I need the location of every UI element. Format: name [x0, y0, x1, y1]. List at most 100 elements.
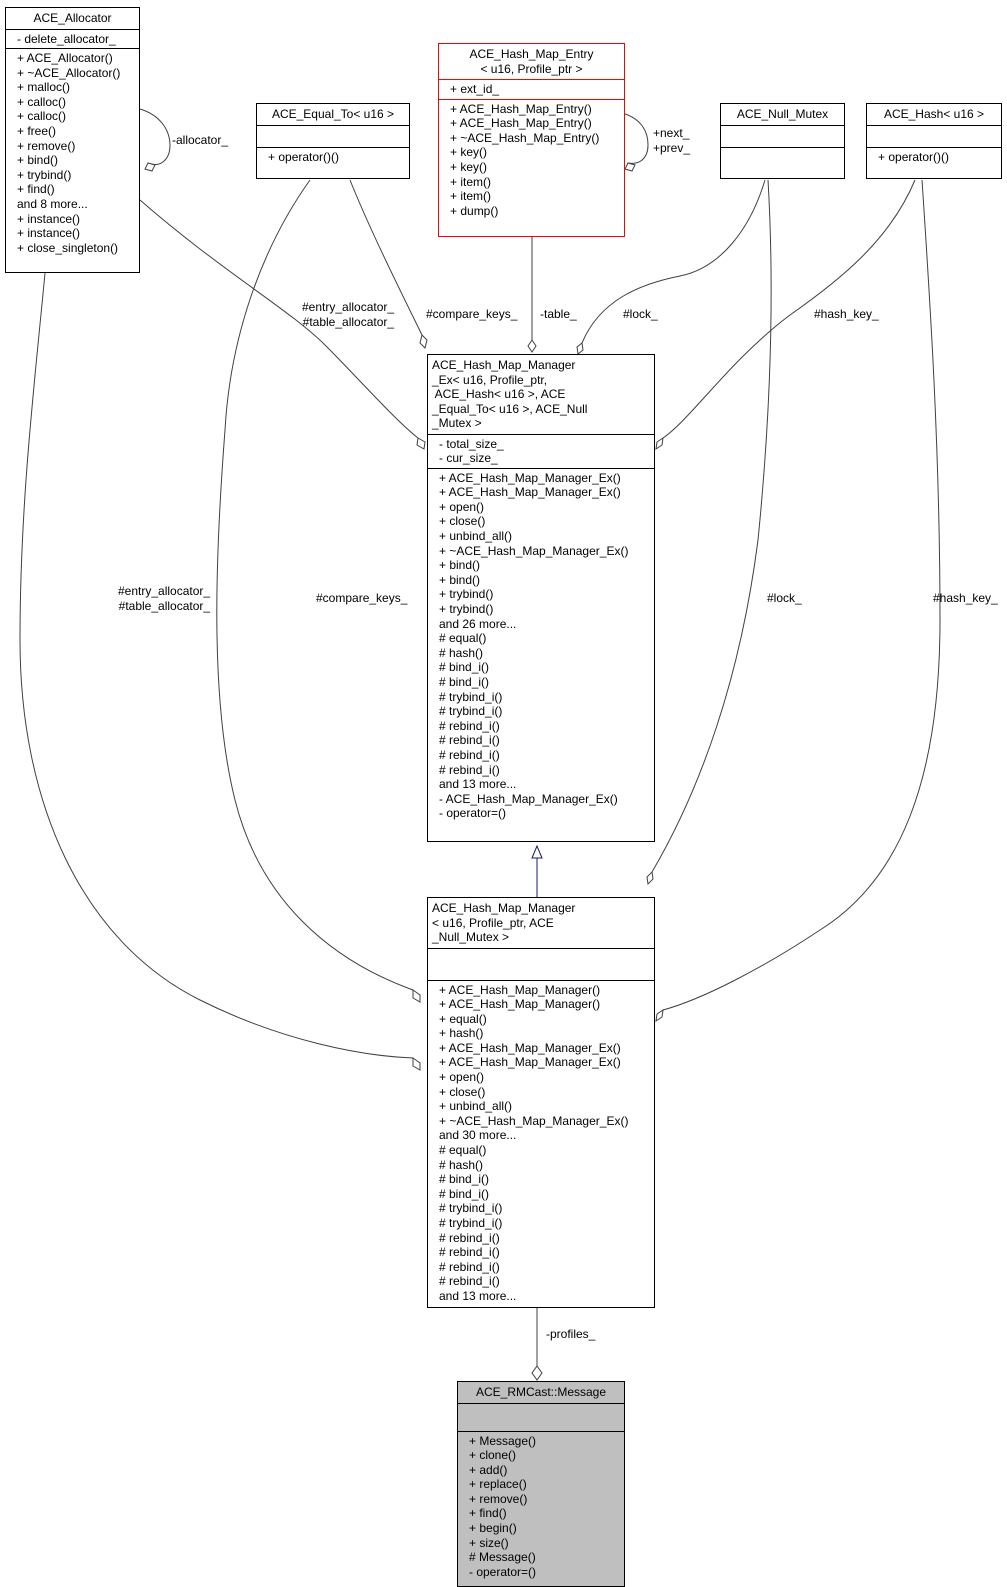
member-row: + find() — [17, 182, 55, 197]
attributes-section — [428, 949, 654, 981]
member-row: + open() — [439, 1070, 485, 1085]
member-row: + ACE_Allocator() — [17, 51, 113, 66]
member-row: + close() — [439, 514, 486, 529]
class-ace-null-mutex[interactable]: ACE_Null_Mutex — [720, 103, 845, 179]
label-allocator-self: -allocator_ — [172, 133, 229, 147]
member-row: # equal() — [439, 631, 487, 646]
member-row: + ACE_Hash_Map_Manager() — [439, 997, 601, 1012]
edge-allocator-self — [139, 108, 171, 165]
member-row: + item() — [450, 174, 492, 189]
member-row: + ACE_Hash_Map_Manager() — [439, 982, 601, 997]
methods-section: + operator()() — [257, 148, 409, 167]
edge-nullmutex-to-mgr — [651, 179, 772, 873]
member-row: # rebind_i() — [439, 733, 500, 748]
label-ex-hash-key: #hash_key_ — [814, 307, 879, 321]
member-row: + find() — [469, 1506, 507, 1521]
class-name: ACE_Hash_Map_Manager < u16, Profile_ptr,… — [428, 898, 654, 949]
member-row: + ACE_Hash_Map_Entry() — [450, 116, 592, 131]
member-row: + close_singleton() — [17, 240, 119, 255]
member-row: # trybind_i() — [439, 689, 503, 704]
member-row: + ~ACE_Hash_Map_Entry() — [450, 130, 600, 145]
member-row: # hash() — [439, 645, 484, 660]
member-row: + close() — [439, 1084, 486, 1099]
attributes-section — [257, 126, 409, 148]
member-row: + replace() — [469, 1477, 527, 1492]
member-row: # rebind_i() — [439, 1274, 500, 1289]
methods-section — [721, 148, 844, 170]
member-row: + ~ACE_Hash_Map_Manager_Ex() — [439, 1113, 629, 1128]
member-row: # trybind_i() — [439, 1216, 503, 1230]
attributes-section: - total_size_- cur_size_ — [428, 435, 654, 469]
class-ace-equal-to[interactable]: ACE_Equal_To< u16 > + operator()() — [256, 103, 410, 179]
class-name: ACE_Allocator — [6, 8, 139, 30]
class-ace-rmcast-message[interactable]: ACE_RMCast::Message + Message()+ clone()… — [457, 1381, 625, 1587]
diamond-ex-equalto — [419, 334, 428, 349]
label-entry-next-prev: +next_ +prev_ — [653, 126, 691, 155]
class-name: ACE_RMCast::Message — [458, 1382, 624, 1404]
member-row: # rebind_i() — [439, 1259, 500, 1274]
member-row: and 13 more... — [439, 777, 517, 792]
methods-section: + ACE_Hash_Map_Manager()+ ACE_Hash_Map_M… — [428, 981, 654, 1306]
attributes-section: + ext_id_ — [439, 80, 624, 100]
attributes-section — [867, 126, 1001, 148]
member-row: + Message() — [469, 1433, 537, 1448]
methods-section: + ACE_Hash_Map_Manager_Ex()+ ACE_Hash_Ma… — [428, 469, 654, 823]
class-ace-hash[interactable]: ACE_Hash< u16 > + operator()() — [866, 103, 1002, 179]
attributes-section — [721, 126, 844, 148]
member-row: + trybind() — [439, 587, 494, 602]
member-row: + ACE_Hash_Map_Entry() — [450, 101, 592, 116]
member-row: + key() — [450, 145, 488, 160]
diamond-mgr-nullmutex — [646, 870, 654, 886]
edge-hash-to-mgr — [662, 179, 941, 1011]
member-row: + equal() — [439, 1011, 487, 1026]
member-row: and 30 more... — [439, 1128, 517, 1143]
member-row: + calloc() — [17, 109, 67, 124]
diamond-message-profiles — [531, 1365, 543, 1381]
class-ace-hash-map-manager[interactable]: ACE_Hash_Map_Manager < u16, Profile_ptr,… — [427, 897, 655, 1308]
diamond-ex-nullmutex — [576, 342, 584, 355]
methods-section: + ACE_Allocator()+ ~ACE_Allocator()+ mal… — [6, 49, 139, 257]
member-row: - delete_allocator_ — [17, 31, 116, 46]
diamond-ex-entry — [527, 339, 537, 353]
member-row: + operator()() — [268, 149, 340, 164]
member-row: + dump() — [450, 203, 499, 218]
member-row: # rebind_i() — [439, 1245, 500, 1260]
class-name: ACE_Null_Mutex — [721, 104, 844, 126]
attributes-section — [458, 1404, 624, 1432]
class-name: ACE_Hash_Map_Manager _Ex< u16, Profile_p… — [428, 355, 654, 435]
methods-section: + ACE_Hash_Map_Entry()+ ACE_Hash_Map_Ent… — [439, 100, 624, 221]
label-ex-table: -table_ — [540, 307, 577, 321]
member-row: + calloc() — [17, 94, 67, 109]
class-name: ACE_Hash< u16 > — [867, 104, 1001, 126]
label-mgr-allocators: #entry_allocator_ #table_allocator_ — [118, 584, 211, 613]
edge-hash-to-ex — [662, 179, 916, 439]
member-row: + ext_id_ — [450, 82, 500, 96]
member-row: # rebind_i() — [439, 762, 500, 777]
label-ex-allocators: #entry_allocator_ #table_allocator_ — [302, 300, 395, 329]
diamond-allocator-self — [144, 162, 156, 172]
member-row: + ACE_Hash_Map_Manager_Ex() — [439, 470, 621, 485]
member-row: + key() — [450, 159, 488, 174]
member-row: + begin() — [469, 1521, 517, 1536]
member-row: + clone() — [469, 1448, 517, 1463]
member-row: + free() — [17, 124, 57, 139]
member-row: # Message() — [469, 1550, 536, 1565]
member-row: + instance() — [17, 226, 81, 241]
class-ace-allocator[interactable]: ACE_Allocator - delete_allocator_ + ACE_… — [5, 7, 140, 273]
class-ace-hash-map-manager-ex[interactable]: ACE_Hash_Map_Manager _Ex< u16, Profile_p… — [427, 354, 655, 842]
member-row: # bind_i() — [439, 1186, 490, 1201]
member-row: + add() — [469, 1462, 508, 1477]
class-ace-hash-map-entry[interactable]: ACE_Hash_Map_Entry < u16, Profile_ptr > … — [438, 43, 625, 237]
attributes-section: - delete_allocator_ — [6, 30, 139, 50]
member-row: - ACE_Hash_Map_Manager_Ex() — [439, 791, 618, 806]
member-row: + remove() — [469, 1491, 528, 1506]
member-row: + size() — [469, 1535, 509, 1550]
member-row: + malloc() — [17, 80, 71, 95]
member-row: + ACE_Hash_Map_Manager_Ex() — [439, 1055, 621, 1070]
member-row: # equal() — [439, 1143, 487, 1158]
label-ex-lock: #lock_ — [623, 307, 658, 321]
member-row: + remove() — [17, 138, 76, 153]
member-row: and 8 more... — [17, 197, 88, 212]
label-mgr-compare-keys: #compare_keys_ — [316, 591, 408, 605]
